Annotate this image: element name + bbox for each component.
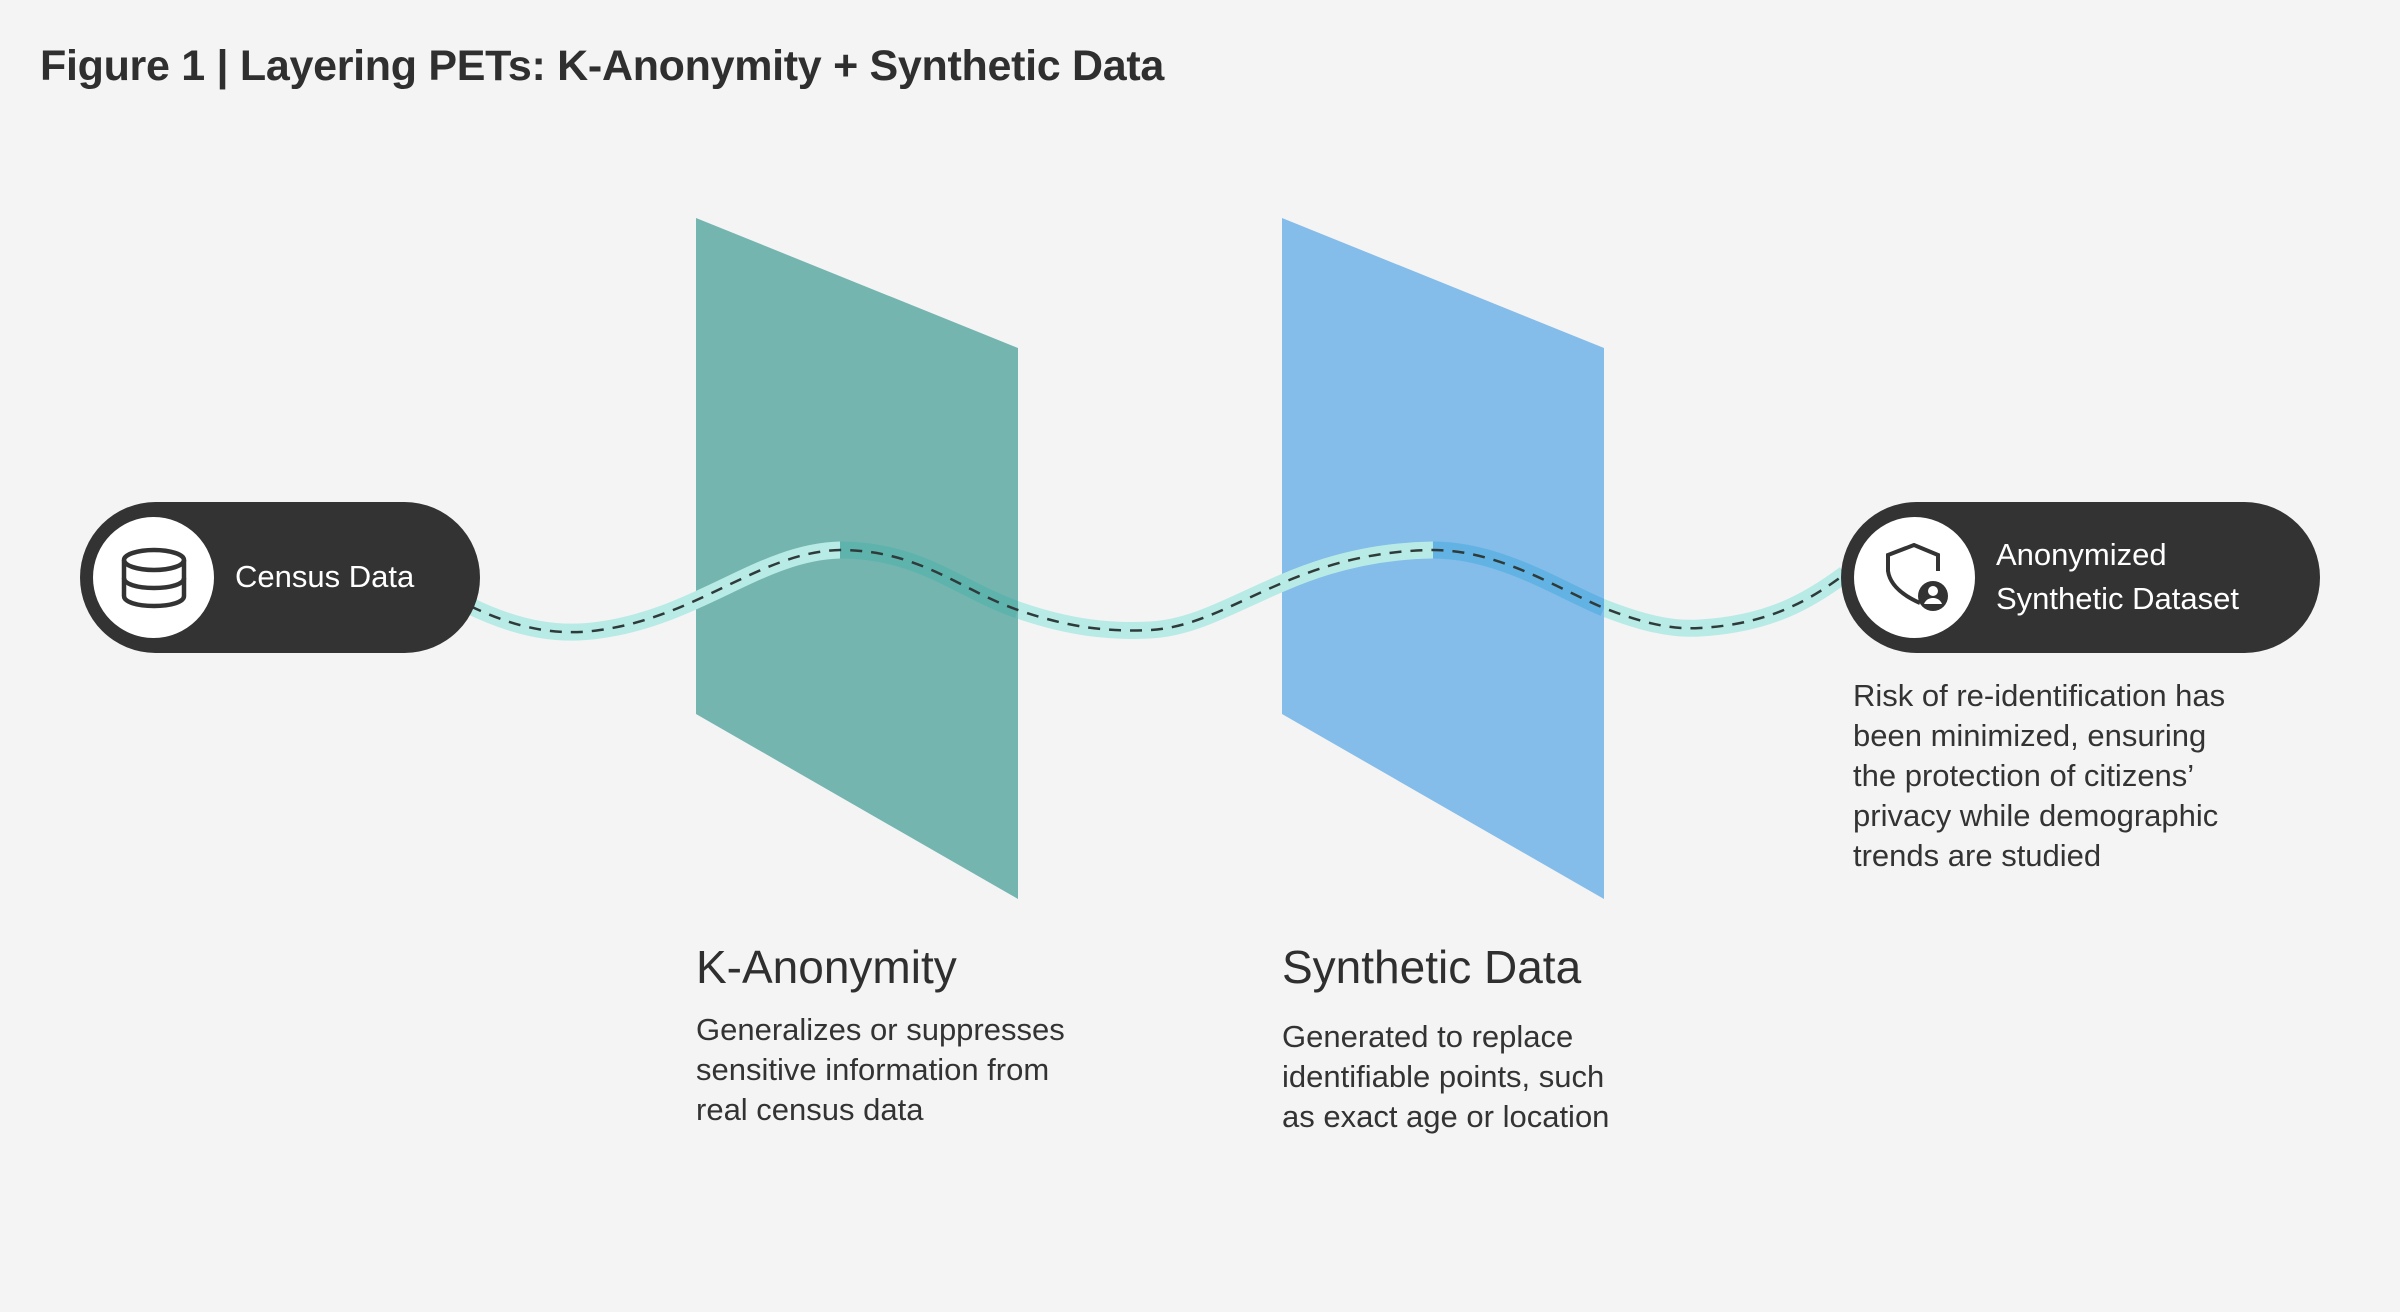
census-data-label: Census Data bbox=[235, 559, 415, 594]
description-line: been minimized, ensuring bbox=[1853, 718, 2207, 753]
description-line: real census data bbox=[696, 1092, 924, 1127]
shield-user-icon bbox=[1885, 542, 1948, 611]
description-line: as exact age or location bbox=[1282, 1099, 1610, 1134]
label-line: Synthetic Dataset bbox=[1996, 581, 2239, 616]
synthetic-data-heading: Synthetic Data bbox=[1282, 941, 1582, 993]
database-icon bbox=[121, 547, 186, 608]
census-data-node: Census Data bbox=[80, 502, 480, 653]
label-line: Anonymized bbox=[1996, 537, 2167, 572]
description-line: privacy while demographic bbox=[1853, 798, 2219, 833]
flow-dash-line bbox=[469, 548, 1846, 634]
k-anonymity-heading: K-Anonymity bbox=[696, 941, 957, 993]
description-line: identifiable points, such bbox=[1282, 1059, 1605, 1094]
description-line: the protection of citizens’ bbox=[1853, 758, 2195, 793]
output-description: Risk of re-identification has been minim… bbox=[1853, 676, 2273, 876]
k-anonymity-description: Generalizes or suppresses sensitive info… bbox=[696, 1010, 1116, 1130]
shield-icon-badge bbox=[1854, 517, 1975, 638]
description-line: Generalizes or suppresses bbox=[696, 1012, 1065, 1047]
figure-title: Figure 1 | Layering PETs: K-Anonymity + … bbox=[40, 42, 1165, 90]
description-line: trends are studied bbox=[1853, 838, 2102, 873]
description-line: Generated to replace bbox=[1282, 1019, 1574, 1054]
description-line: sensitive information from bbox=[696, 1052, 1050, 1087]
description-line: Risk of re-identification has bbox=[1853, 678, 2226, 713]
anonymized-dataset-label: Anonymized Synthetic Dataset bbox=[1996, 533, 2239, 621]
database-icon-badge bbox=[93, 517, 214, 638]
synthetic-data-description: Generated to replace identifiable points… bbox=[1282, 1017, 1702, 1137]
anonymized-dataset-node: Anonymized Synthetic Dataset bbox=[1841, 502, 2320, 653]
